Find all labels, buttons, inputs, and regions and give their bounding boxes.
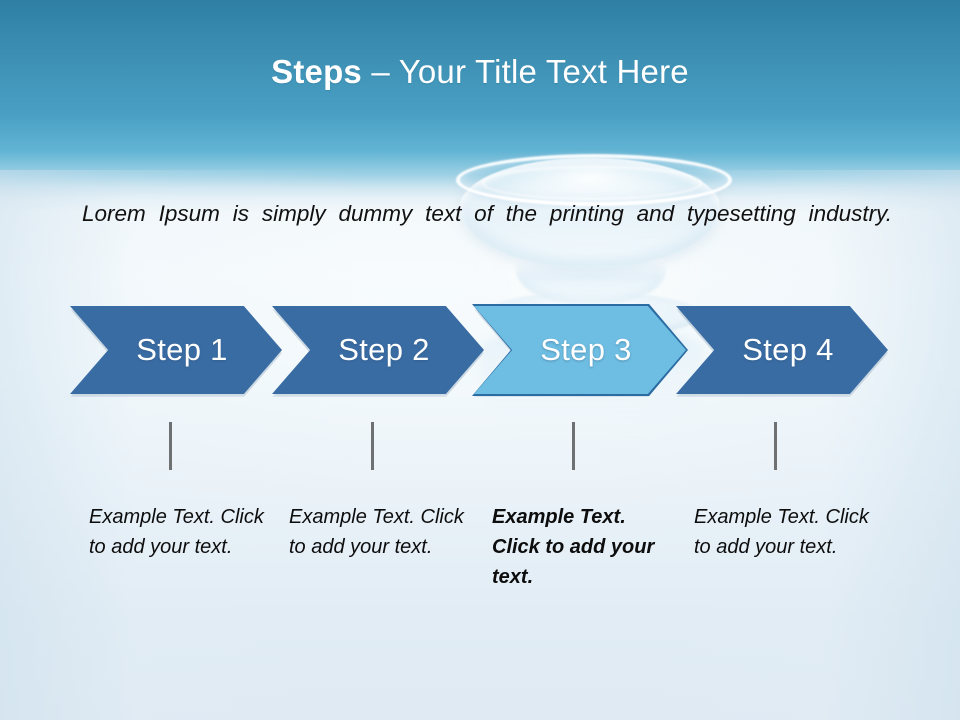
steps-chevron-row: Step 1 Step 2 Step 3 Step 4 [0, 304, 960, 398]
step-chevron-2[interactable]: Step 2 [272, 306, 484, 394]
step-chevron-1[interactable]: Step 1 [70, 306, 282, 394]
connector-tick-4 [774, 422, 777, 470]
connector-tick-3 [572, 422, 575, 470]
step-chevron-label: Step 4 [742, 332, 834, 367]
step-caption-2[interactable]: Example Text. Click to add your text. [289, 506, 464, 558]
step-chevron-label: Step 3 [540, 332, 632, 367]
lead-paragraph: Lorem Ipsum is simply dummy text of the … [82, 201, 892, 226]
step-chevron-label: Step 1 [136, 332, 228, 367]
page-title-rest: – Your Title Text Here [362, 53, 689, 90]
step-chevron-4[interactable]: Step 4 [676, 306, 888, 394]
connector-tick-1 [169, 422, 172, 470]
page-title: Steps – Your Title Text Here [0, 52, 960, 92]
step-caption-1[interactable]: Example Text. Click to add your text. [89, 506, 264, 558]
step-caption-3[interactable]: Example Text. Click to add your text. [492, 506, 655, 588]
step-caption-4[interactable]: Example Text. Click to add your text. [694, 506, 869, 558]
step-chevron-3[interactable]: Step 3 [474, 306, 686, 394]
page-title-strong: Steps [271, 53, 362, 90]
connector-tick-2 [371, 422, 374, 470]
step-chevron-label: Step 2 [338, 332, 430, 367]
